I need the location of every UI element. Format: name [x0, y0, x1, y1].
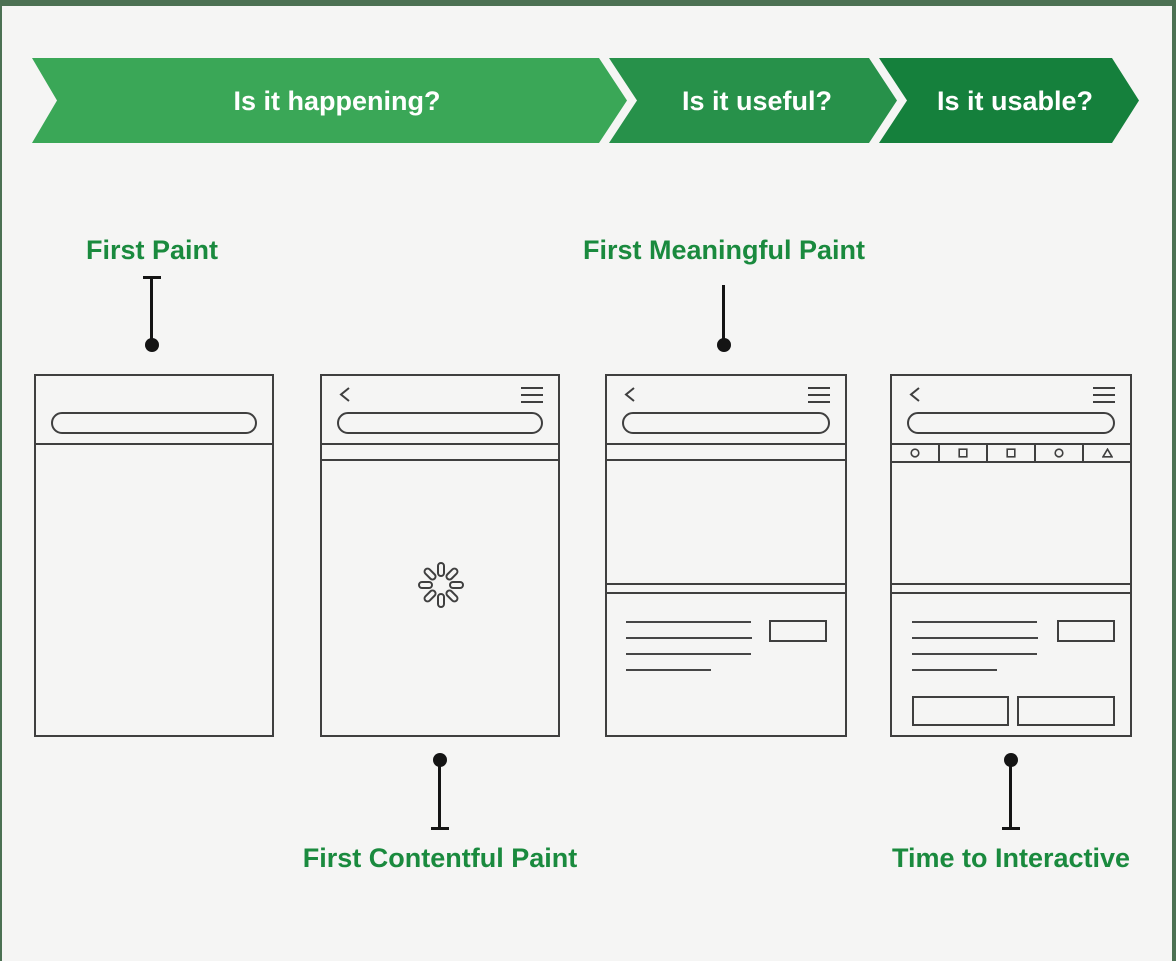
toolbar-cell	[940, 445, 988, 461]
toolbar-cell	[1036, 445, 1084, 461]
text-line-placeholder	[626, 621, 751, 623]
toolbar-cell	[988, 445, 1036, 461]
connector-line	[438, 764, 441, 828]
back-icon	[909, 387, 920, 402]
browser-header	[322, 376, 558, 445]
hero-divider	[607, 583, 845, 585]
connector-dot	[1004, 753, 1018, 767]
content-divider	[892, 592, 1130, 594]
button-placeholder	[769, 620, 827, 642]
browser-header	[892, 376, 1130, 445]
first-contentful-paint-screen	[320, 374, 560, 737]
button-placeholder	[1057, 620, 1115, 642]
text-line-placeholder	[912, 621, 1037, 623]
phase-label-happening: Is it happening?	[234, 86, 441, 116]
text-line-placeholder	[912, 653, 1037, 655]
square-icon	[1006, 448, 1016, 458]
phase-chevron-usable	[879, 58, 1139, 143]
button-placeholder	[912, 696, 1009, 726]
button-placeholder	[1017, 696, 1115, 726]
toolbar-cell	[1084, 445, 1130, 461]
url-bar	[337, 412, 543, 434]
connector-cap	[431, 827, 449, 830]
url-bar	[907, 412, 1115, 434]
triangle-icon	[1101, 448, 1113, 458]
browser-header	[36, 376, 272, 445]
text-line-placeholder	[912, 669, 997, 671]
connector-line	[722, 285, 725, 345]
connector-cap	[1002, 827, 1020, 830]
phase-banner: Is it happening? Is it useful? Is it usa…	[32, 58, 1139, 143]
url-bar	[622, 412, 830, 434]
text-line-placeholder	[626, 653, 751, 655]
toolbar-strip	[322, 445, 558, 461]
menu-icon	[1093, 387, 1115, 403]
phase-chevron-useful	[609, 58, 897, 143]
first-paint-label: First Paint	[85, 235, 219, 265]
back-icon	[624, 387, 635, 402]
toolbar-cell	[892, 445, 940, 461]
loading-spinner-icon	[418, 562, 464, 608]
hero-divider	[892, 583, 1130, 585]
phase-label-usable: Is it usable?	[937, 86, 1093, 116]
circle-icon	[1054, 448, 1064, 458]
phase-label-useful: Is it useful?	[682, 86, 832, 116]
back-icon	[339, 387, 350, 402]
time-to-interactive-label: Time to Interactive	[891, 843, 1131, 873]
phase-chevron-happening	[32, 58, 627, 143]
text-line-placeholder	[626, 669, 711, 671]
content-divider	[607, 592, 845, 594]
first-paint-screen	[34, 374, 274, 737]
menu-icon	[808, 387, 830, 403]
first-contentful-paint-label: First Contentful Paint	[302, 843, 578, 873]
browser-header	[607, 376, 845, 445]
circle-icon	[910, 448, 920, 458]
url-bar	[51, 412, 257, 434]
connector-dot	[717, 338, 731, 352]
connector-dot	[433, 753, 447, 767]
connector-cap	[143, 276, 161, 279]
connector-line	[150, 278, 153, 345]
text-line-placeholder	[626, 637, 752, 639]
time-to-interactive-screen	[890, 374, 1132, 737]
connector-dot	[145, 338, 159, 352]
square-icon	[958, 448, 968, 458]
first-meaningful-paint-label: First Meaningful Paint	[582, 235, 865, 265]
text-line-placeholder	[912, 637, 1038, 639]
action-toolbar	[892, 445, 1130, 463]
connector-line	[1009, 764, 1012, 828]
menu-icon	[521, 387, 543, 403]
first-meaningful-paint-screen	[605, 374, 847, 737]
toolbar-strip	[607, 445, 845, 461]
